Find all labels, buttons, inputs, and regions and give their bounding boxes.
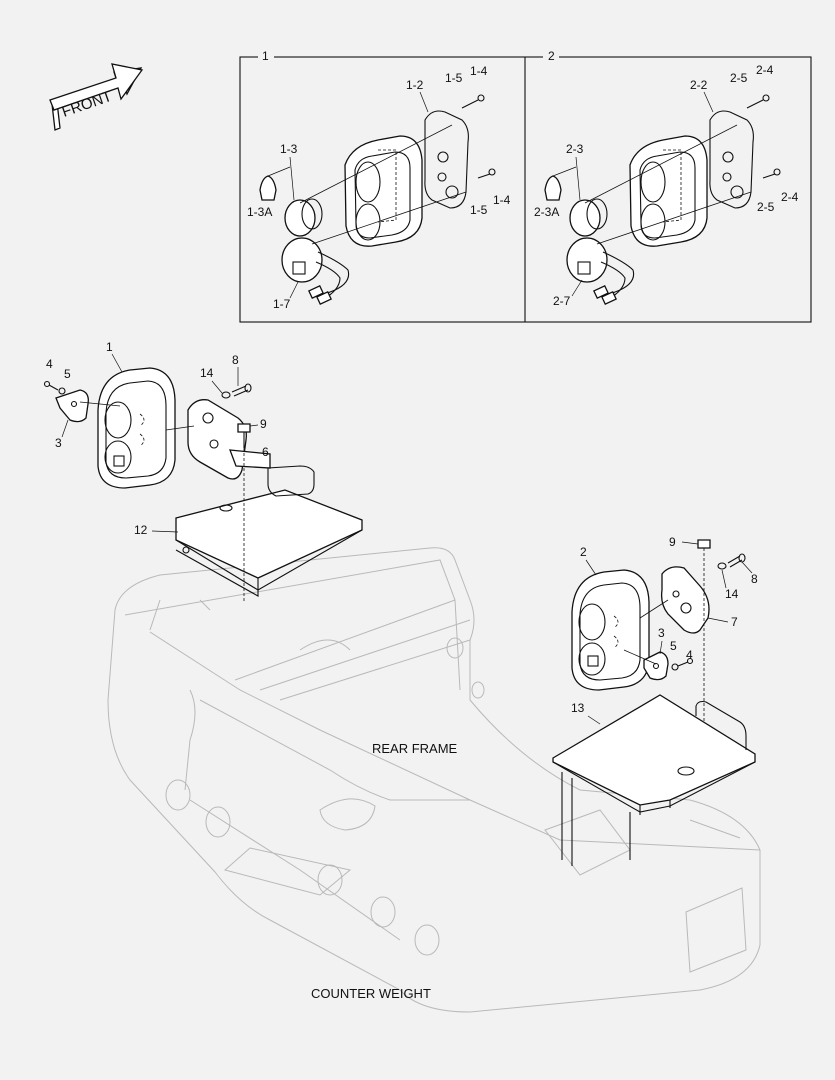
right-callout-9: 9 [669, 535, 676, 549]
callout-2-2: 2-2 [690, 78, 708, 92]
callout-1-5-bottom: 1-5 [470, 203, 488, 217]
right-callout-3: 3 [658, 626, 665, 640]
rear-frame-label: REAR FRAME [372, 741, 458, 756]
right-callout-2: 2 [580, 545, 587, 559]
right-callout-4: 4 [686, 648, 693, 662]
left-lamp-assembly [43, 367, 363, 602]
rear-frame-and-counterweight-outline [107, 547, 761, 1013]
callout-2-7: 2-7 [553, 294, 571, 308]
left-callout-14: 14 [200, 366, 214, 380]
callout-1-7: 1-7 [273, 297, 291, 311]
counter-weight-label: COUNTER WEIGHT [311, 986, 431, 1001]
left-callout-12: 12 [134, 523, 148, 537]
callout-1-3a: 1-3A [247, 205, 272, 219]
right-callout-13: 13 [571, 701, 585, 715]
left-callout-1: 1 [106, 340, 113, 354]
right-callout-5: 5 [670, 639, 677, 653]
callout-2-3a: 2-3A [534, 205, 559, 219]
detail-2-lamp-exploded [544, 94, 781, 306]
right-callout-8: 8 [751, 572, 758, 586]
callout-1-3: 1-3 [280, 142, 298, 156]
left-callout-9: 9 [260, 417, 267, 431]
detail-boxes-frame [239, 49, 812, 323]
detail-1-lamp-exploded [259, 94, 496, 306]
left-callout-4: 4 [46, 357, 53, 371]
callout-1-4-bottom: 1-4 [493, 193, 511, 207]
left-callout-3: 3 [55, 436, 62, 450]
detail-box-2-number: 2 [548, 49, 555, 63]
right-callout-7: 7 [731, 615, 738, 629]
callout-2-4-top: 2-4 [756, 63, 774, 77]
front-direction-arrow: FRONT [49, 63, 144, 131]
detail-box-1-number: 1 [262, 49, 269, 63]
callout-1-5-top: 1-5 [445, 71, 463, 85]
left-callout-6: 6 [262, 445, 269, 459]
callout-2-5-bottom: 2-5 [757, 200, 775, 214]
left-callout-8: 8 [232, 353, 239, 367]
callout-2-5-top: 2-5 [730, 71, 748, 85]
callout-1-4-top: 1-4 [470, 64, 488, 78]
right-callout-14: 14 [725, 587, 739, 601]
callout-2-4-bottom: 2-4 [781, 190, 799, 204]
left-callout-5: 5 [64, 367, 71, 381]
right-lamp-assembly [552, 539, 756, 866]
callout-1-2: 1-2 [406, 78, 424, 92]
callout-2-3: 2-3 [566, 142, 584, 156]
